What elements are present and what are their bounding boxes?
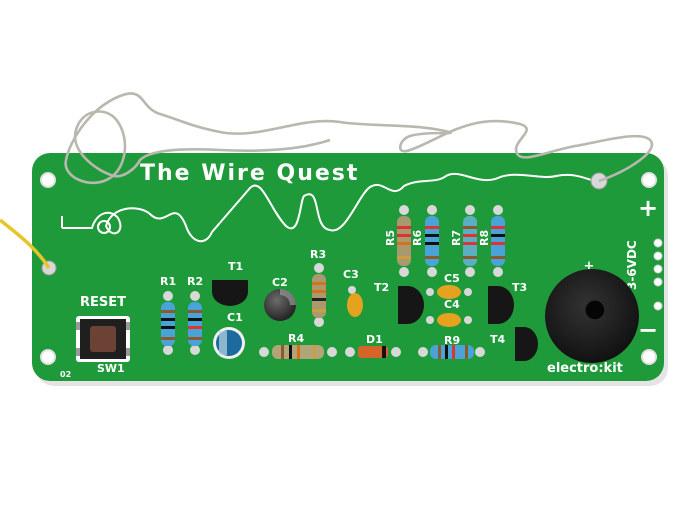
resistor-r7 [463, 205, 477, 277]
power-minus-sign: − [638, 316, 658, 344]
c4-label: C4 [444, 298, 460, 311]
r3-label: R3 [310, 248, 326, 261]
resistor-r1 [161, 291, 175, 355]
yellow-wire [0, 218, 51, 269]
r7-label: R7 [450, 230, 463, 246]
resistor-r9 [418, 345, 485, 359]
mounting-holes [40, 172, 657, 365]
t4-label: T4 [490, 333, 506, 346]
resistor-r4 [259, 345, 337, 359]
resistor-r6 [425, 205, 439, 277]
reset-label: RESET [80, 295, 126, 310]
t2-label: T2 [374, 281, 389, 294]
maze-track [62, 173, 599, 242]
transistor-t2 [398, 286, 424, 324]
c2-label: C2 [272, 276, 288, 289]
r8-label: R8 [478, 230, 491, 246]
transistor-t1 [212, 280, 248, 306]
d1-label: D1 [366, 333, 383, 346]
r6-label: R6 [411, 230, 424, 246]
transistor-t4 [515, 327, 538, 361]
resistor-r3 [312, 263, 326, 327]
diode-d1 [345, 346, 401, 358]
start-ring [97, 220, 111, 234]
r2-label: R2 [187, 275, 203, 288]
capacitor-c3 [347, 293, 363, 317]
r5-label: R5 [384, 230, 397, 246]
capacitor-c5 [426, 285, 472, 299]
power-voltage-label: 3-6VDC [625, 240, 639, 290]
buzzer-plus-sign: + [584, 259, 595, 274]
power-header-pads [653, 238, 663, 311]
resistor-r5 [397, 205, 411, 277]
sw1-label: SW1 [97, 362, 125, 375]
buzzer-sound-hole [584, 299, 606, 321]
c3-label: C3 [343, 268, 359, 281]
brand-logo: electro:kit [547, 361, 623, 376]
t1-label: T1 [228, 260, 243, 273]
r9-label: R9 [444, 334, 460, 347]
capacitor-c4 [426, 313, 472, 327]
board-title: The Wire Quest [140, 161, 359, 186]
resistor-r8 [491, 205, 505, 277]
reset-button-cap[interactable] [90, 326, 116, 352]
quest-wire [64, 92, 654, 184]
c5-label: C5 [444, 272, 460, 285]
reset-switch-legs [76, 322, 130, 356]
board-version: 02 [60, 370, 71, 379]
t3-label: T3 [512, 281, 527, 294]
r4-label: R4 [288, 332, 304, 345]
r1-label: R1 [160, 275, 176, 288]
power-plus-sign: + [638, 194, 658, 222]
transistor-t3 [488, 286, 514, 324]
c1-label: C1 [227, 311, 243, 324]
resistor-r2 [188, 291, 202, 355]
